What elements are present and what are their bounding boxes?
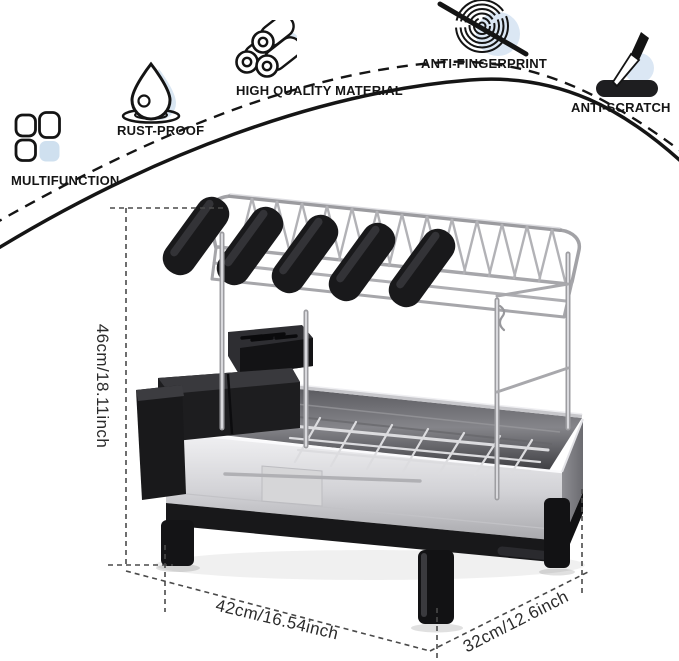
dimension-lines [108,207,589,660]
height-dimension-label: 46cm/18.11inch [93,323,112,449]
solid-arc [0,77,679,250]
tray-legs [161,498,570,624]
feature-label-material: HIGH QUALITY MATERIAL [236,83,403,98]
support-posts [219,231,571,501]
cutting-boards [162,196,456,308]
multifunction-grid-icon [13,110,65,166]
feature-label-multifunction: MULTIFUNCTION [11,173,120,188]
feature-label-rust-proof: RUST-PROOF [117,123,205,138]
s-hook [498,304,506,332]
left-accessories [136,325,313,500]
tray-label-plate [261,465,323,507]
tray-front-face [166,432,562,541]
tray-black-base [166,503,562,563]
knife-scratch-icon [595,28,661,100]
feature-label-anti-fingerprint: ANTI-FINGERPRINT [421,56,547,71]
width-dimension-line [125,570,431,652]
depth-dimension-line [429,571,589,652]
steel-pipes-icon [233,20,297,84]
water-drop-icon [118,60,190,124]
feature-label-anti-scratch: ANTI-SCRATCH [571,100,671,115]
dashed-arc [0,60,679,222]
fingerprint-icon [426,0,542,60]
cutlery-cup [136,385,186,500]
